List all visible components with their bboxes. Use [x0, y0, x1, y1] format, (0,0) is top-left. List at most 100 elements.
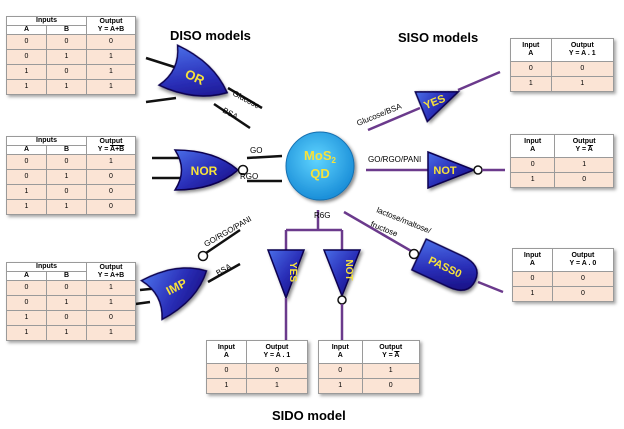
table-cell: 1: [86, 325, 136, 341]
nor-output-header: Output: [99, 137, 123, 145]
siso-not-input: GO/RGO/PANI: [368, 155, 421, 164]
table-cell: 0: [86, 199, 136, 215]
table-cell: 1: [86, 295, 136, 311]
table-cell: 0: [512, 271, 553, 287]
or-output-formula: Y = A+B: [97, 25, 125, 33]
nor-gate-label: NOR: [191, 164, 218, 178]
siso-title: SISO models: [398, 30, 479, 45]
passo-input-var: A: [529, 260, 535, 267]
table-cell: 0: [206, 363, 247, 379]
passo-output-header: Output: [571, 252, 595, 259]
table-cell: 0: [361, 378, 420, 394]
table-cell: 1: [46, 295, 87, 311]
nor-col-b: B: [46, 145, 87, 155]
or-output-header: Output: [99, 17, 123, 25]
sido-yes-label: YES: [287, 262, 298, 282]
table-cell: 1: [46, 199, 87, 215]
table-cell: 1: [510, 76, 552, 92]
nor-inputs-header: Inputs: [6, 136, 87, 146]
table-cell: 1: [46, 79, 87, 95]
sido-yes-input-header: Input: [217, 344, 235, 351]
table-cell: 1: [6, 199, 47, 215]
table-cell: 1: [550, 76, 615, 92]
table-cell: 0: [46, 310, 87, 326]
imp-col-b: B: [46, 271, 87, 281]
table-cell: 1: [245, 378, 309, 394]
table-cell: 1: [512, 286, 553, 302]
siso-not-input-var: A: [530, 146, 536, 153]
passo-output-formula: Y = A . 0: [569, 260, 597, 267]
center-label-line1: MoS2: [304, 148, 336, 165]
table-cell: 0: [551, 271, 615, 287]
table-cell: 0: [509, 157, 556, 173]
passo-gate: PASS0 lactose/maltose/ fructose: [343, 206, 504, 294]
table-cell: 1: [86, 79, 136, 95]
table-cell: 1: [206, 378, 247, 394]
sido-yes-output-formula: Y = A . 1: [263, 352, 291, 359]
table-cell: 1: [509, 172, 556, 188]
or-col-a: A: [6, 25, 47, 35]
table-cell: 1: [6, 325, 47, 341]
table-cell: 1: [86, 280, 136, 296]
siso-yes-input-var: A: [528, 50, 534, 57]
imp-input-go-rgo-pani: GO/RGO/PANI: [203, 214, 254, 248]
table-cell: 0: [6, 169, 47, 185]
nor-col-a: A: [6, 145, 47, 155]
sido-gates: YES NOT R6G: [266, 210, 362, 340]
table-cell: 0: [86, 169, 136, 185]
imp-gate: IMP GO/RGO/PANI BSA: [127, 214, 254, 321]
imp-output-header: Output: [99, 263, 123, 271]
center-label-line2: QD: [310, 166, 330, 181]
or-input-glucose: Glucose: [231, 89, 262, 111]
or-gate: OR Glucose BSA: [145, 44, 263, 130]
table-cell: 0: [86, 34, 136, 50]
table-cell: 0: [551, 286, 615, 302]
siso-yes-output-header: Output: [570, 42, 594, 49]
table-cell: 1: [361, 363, 420, 379]
table-cell: 1: [554, 157, 614, 173]
table-cell: 0: [46, 64, 87, 80]
center-mos2-qd: MoS2 QD: [285, 131, 355, 201]
nor-gate: NOR GO RGO: [152, 146, 283, 191]
nor-output-formula: Y = A+B: [97, 145, 125, 153]
table-cell: 0: [46, 154, 87, 170]
imp-input-bsa: BSA: [215, 262, 234, 278]
table-cell: 0: [318, 363, 363, 379]
siso-yes-input-header: Input: [522, 42, 540, 49]
table-cell: 0: [6, 280, 47, 296]
sido-not-output-header: Output: [379, 344, 403, 351]
siso-not-input-header: Input: [524, 138, 542, 145]
table-cell: 0: [6, 49, 47, 65]
passo-input-header: Input: [523, 252, 541, 259]
table-cell: 0: [46, 184, 87, 200]
siso-yes-gate: YES Glucose/BSA: [355, 70, 501, 132]
table-cell: 1: [6, 310, 47, 326]
sido-not-input-header: Input: [331, 344, 349, 351]
siso-yes-output-formula: Y = A . 1: [568, 50, 596, 57]
table-cell: 0: [6, 295, 47, 311]
table-cell: 0: [86, 184, 136, 200]
table-cell: 1: [86, 64, 136, 80]
table-cell: 0: [245, 363, 309, 379]
table-cell: 1: [6, 184, 47, 200]
or-col-b: B: [46, 25, 87, 35]
table-cell: 0: [86, 310, 136, 326]
nor-input-go: GO: [250, 146, 262, 155]
table-cell: 0: [554, 172, 614, 188]
siso-not-output-formula: Y = A: [575, 146, 593, 153]
imp-inputs-header: Inputs: [6, 262, 87, 272]
table-cell: 1: [86, 49, 136, 65]
table-cell: 1: [86, 154, 136, 170]
sido-not-output-formula: Y = A: [382, 352, 400, 359]
sido-title: SIDO model: [272, 408, 346, 423]
table-cell: 0: [550, 61, 615, 77]
siso-not-output-header: Output: [572, 138, 596, 145]
